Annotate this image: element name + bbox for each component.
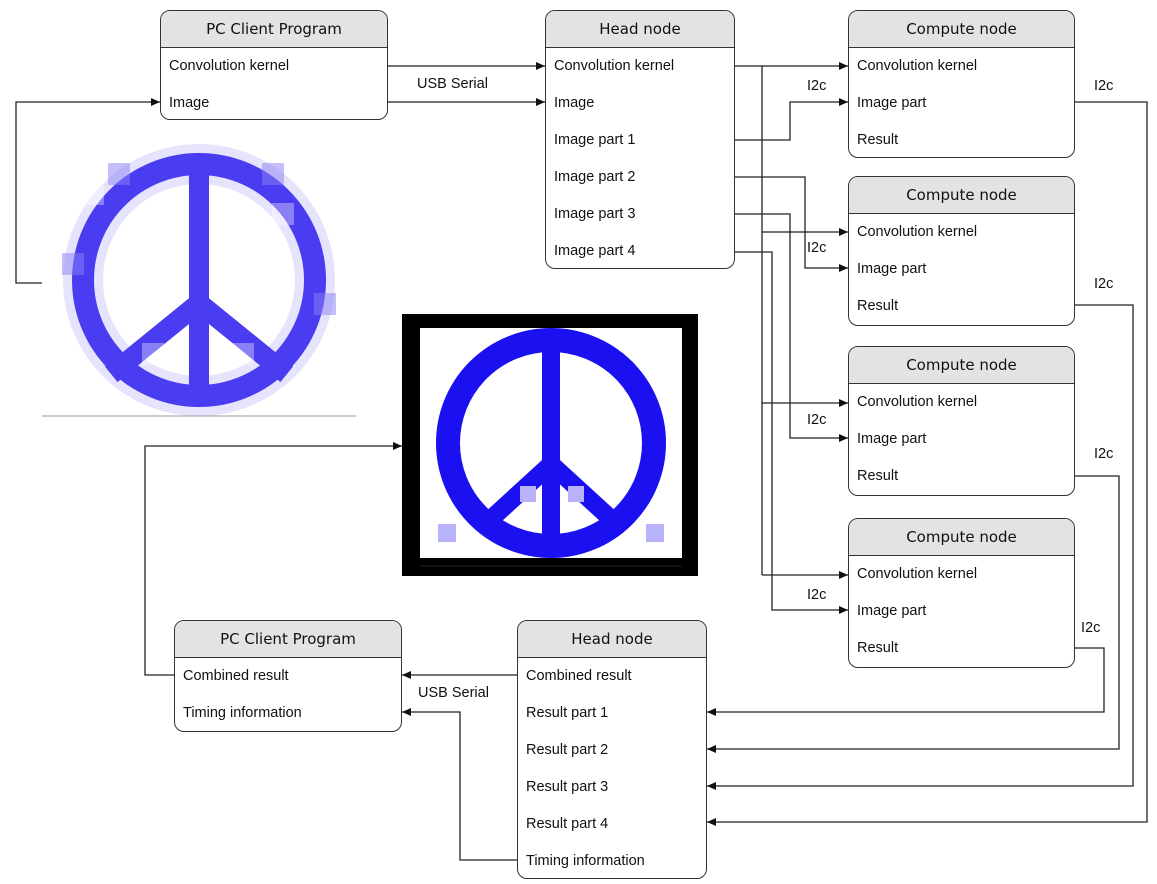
- compute-row: Image part: [857, 95, 927, 111]
- compute-row: Image part: [857, 603, 927, 619]
- pc-client-top-image: Image: [169, 95, 210, 111]
- head-top-row: Image part 3: [554, 206, 636, 222]
- compute-row: Result: [857, 298, 899, 314]
- head-node-top: Head node Convolution kernel Image Image…: [545, 10, 735, 269]
- compute-row: Result: [857, 640, 899, 656]
- compute-row: Convolution kernel: [857, 58, 978, 74]
- compute-row: Result: [857, 468, 899, 484]
- compute-row: Image part: [857, 431, 927, 447]
- kernel-bus-wire: [735, 65, 763, 575]
- pc-client-bottom-node: PC Client Program Combined result Timing…: [174, 620, 402, 732]
- image-part-1-wire: [735, 98, 848, 141]
- compute-node-2: Compute node Convolution kernel Image pa…: [848, 176, 1075, 326]
- head-top-row: Image part 2: [554, 169, 636, 185]
- compute-row: Image part: [857, 261, 927, 277]
- pc-client-top-kernel: Convolution kernel: [169, 58, 290, 74]
- head-node-top-title: Head node: [546, 11, 734, 48]
- pc-client-top-node: PC Client Program Convolution kernel Ima…: [160, 10, 388, 120]
- head-bottom-row: Timing information: [526, 853, 645, 869]
- peace-sign-pixel-output-icon: [402, 314, 698, 576]
- head-top-row: Image part 4: [554, 243, 636, 259]
- compute-row: Convolution kernel: [857, 394, 978, 410]
- compute-node-title: Compute node: [849, 177, 1074, 214]
- head-node-bottom: Head node Combined result Result part 1 …: [517, 620, 707, 879]
- head-bottom-row: Combined result: [526, 668, 632, 684]
- compute-row: Result: [857, 132, 899, 148]
- head-top-row: Convolution kernel: [554, 58, 675, 74]
- image-part-2-wire: [735, 176, 848, 272]
- head-node-bottom-title: Head node: [518, 621, 706, 658]
- i2c-label: I2c: [807, 587, 827, 603]
- compute-node-title: Compute node: [849, 347, 1074, 384]
- usb-serial-label-top: USB Serial: [417, 76, 488, 92]
- compute-node-title: Compute node: [849, 11, 1074, 48]
- i2c-label: I2c: [807, 412, 827, 428]
- pc-client-bottom-timing: Timing information: [183, 705, 302, 721]
- compute-node-3: Compute node Convolution kernel Image pa…: [848, 346, 1075, 496]
- head-bottom-row: Result part 4: [526, 816, 609, 832]
- compute-node-1: Compute node Convolution kernel Image pa…: [848, 10, 1075, 158]
- compute-node-4: Compute node Convolution kernel Image pa…: [848, 518, 1075, 668]
- image-part-3-wire: [735, 213, 848, 442]
- head-top-row: Image part 1: [554, 132, 636, 148]
- i2c-label: I2c: [1094, 446, 1114, 462]
- i2c-label: I2c: [1081, 620, 1101, 636]
- head-top-row: Image: [554, 95, 595, 111]
- i2c-label: I2c: [1094, 276, 1114, 292]
- pc-client-top-title: PC Client Program: [161, 11, 387, 48]
- usb-serial-label-bottom: USB Serial: [418, 685, 489, 701]
- compute-node-title: Compute node: [849, 519, 1074, 556]
- i2c-label: I2c: [807, 78, 827, 94]
- head-bottom-row: Result part 1: [526, 705, 609, 721]
- compute-row: Convolution kernel: [857, 224, 978, 240]
- image-part-4-wire: [735, 251, 848, 614]
- head-bottom-row: Result part 2: [526, 742, 609, 758]
- pc-client-bottom-title: PC Client Program: [175, 621, 401, 658]
- i2c-label: I2c: [1094, 78, 1114, 94]
- pc-client-bottom-combined: Combined result: [183, 668, 289, 684]
- head-bottom-row: Result part 3: [526, 779, 609, 795]
- peace-sign-pixel-icon: [42, 143, 356, 417]
- usb-timing-wire: [402, 708, 517, 861]
- compute-row: Convolution kernel: [857, 566, 978, 582]
- i2c-label: I2c: [807, 240, 827, 256]
